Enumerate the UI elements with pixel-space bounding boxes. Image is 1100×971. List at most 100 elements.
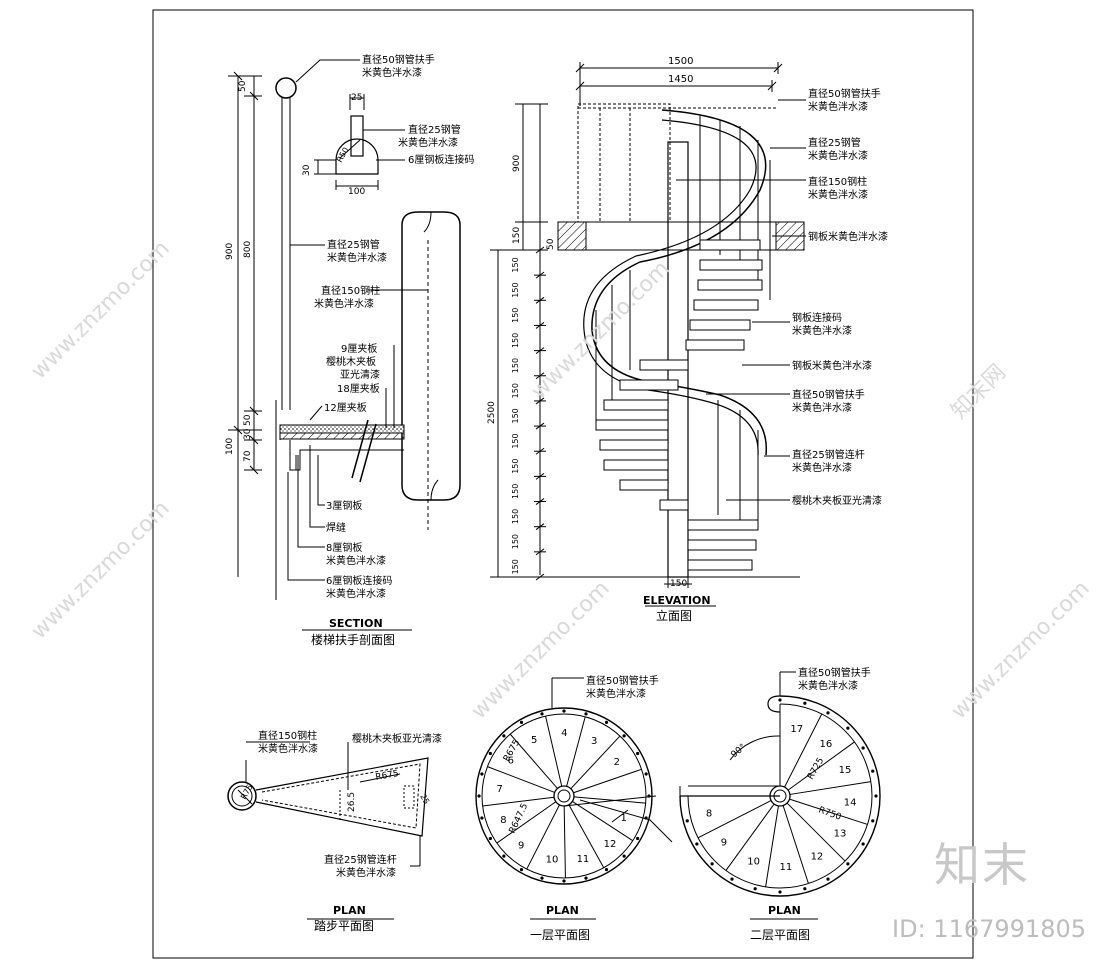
elev-note-7a: 直径50钢管扶手 <box>792 388 865 401</box>
watermark-1: www.znzmo.com <box>27 236 175 384</box>
plan1-step-number: 7 <box>496 784 502 795</box>
tread-note-3b: 米黄色泮水漆 <box>336 866 396 879</box>
plan2-step-number: 13 <box>834 829 847 840</box>
plan2-tread-line <box>765 805 779 887</box>
sec-note-2a: 直径25钢管 <box>408 123 461 136</box>
sec-note-4a: 直径25钢管 <box>327 238 380 251</box>
plan1-bolt <box>480 816 484 820</box>
plan2-bolt <box>685 819 689 823</box>
elev-step-tick-slash <box>535 296 545 304</box>
plan2-bolt <box>778 890 782 894</box>
plan-1f-labels: 直径50钢管扶手 米黄色泮水漆 R675 R647.5 PLAN 一层平面图 <box>502 674 659 942</box>
plan2-tread-line <box>782 805 809 884</box>
plan2-bolt <box>871 769 875 773</box>
plan1-bolt <box>584 876 588 880</box>
sec-note-6a: 9厘夹板 <box>341 342 377 355</box>
tread-note-2: 樱桃木夹板亚光清漆 <box>352 732 442 745</box>
section-drawing <box>228 59 461 631</box>
sec-dim-30b: 30 <box>302 164 312 176</box>
plan1-bolt <box>477 794 481 798</box>
plan1-bolt <box>644 816 648 820</box>
plan2-tread-line <box>786 802 846 862</box>
elev-step-tick-slash <box>535 498 545 505</box>
tread-note-1b: 米黄色泮水漆 <box>258 742 318 755</box>
tread-dim-r675: R675 <box>375 769 400 783</box>
watermark-6: 知末网 <box>947 360 1011 424</box>
plan1-tread-line <box>563 805 566 878</box>
plan2-dim-r750: R750 <box>817 805 843 823</box>
elev-dim-150a: 150 <box>512 227 522 244</box>
plan2-step-number: 15 <box>839 765 852 776</box>
plan1-tread-line <box>573 768 642 794</box>
plan1-bolt <box>584 712 588 716</box>
sec-note-11a: 8厘钢板 <box>326 541 362 554</box>
elev-step-dim: 150 <box>511 257 520 272</box>
plan1-title-cn: 一层平面图 <box>530 928 590 942</box>
plan1-tread-line <box>509 733 558 789</box>
watermark-5: www.znzmo.com <box>947 576 1095 724</box>
elev-dim-bottom: 150 <box>670 579 687 589</box>
elev-dim-1450: 1450 <box>668 74 693 85</box>
elev-step-dim: 150 <box>511 559 520 574</box>
elev-step-tick-slash <box>535 347 545 355</box>
plan1-bolt <box>644 772 648 776</box>
plan1-tread-line <box>573 796 646 804</box>
plan2-dim-r725: R725 <box>806 756 826 781</box>
plan1-step-number: 2 <box>614 757 620 768</box>
elev-step-dim: 150 <box>511 308 520 323</box>
plan1-tread-line <box>570 735 621 790</box>
plan1-bolt <box>622 854 626 858</box>
elev-note-4: 钢板米黄色泮水漆 <box>808 230 888 243</box>
sec-dim-25: 25 <box>351 93 362 103</box>
plan2-bolt <box>753 887 757 891</box>
elev-step-tick-slash <box>535 573 545 581</box>
plan1-tread-line <box>482 796 555 807</box>
plan2-bolt <box>695 842 699 846</box>
sec-note-1a: 直径50钢管扶手 <box>362 53 435 66</box>
elev-note-5a: 钢板连接码 <box>792 311 842 324</box>
plan1-step-number: 8 <box>500 815 506 826</box>
plan2-step-number: 11 <box>779 862 792 873</box>
elevation-drawing <box>490 62 806 607</box>
plan1-bolt <box>488 836 492 841</box>
plan1-tread-line <box>566 716 586 787</box>
elev-note-2b: 米黄色泮水漆 <box>808 149 868 162</box>
elev-step-dim: 150 <box>511 534 520 549</box>
elev-note-8a: 直径25钢管连杆 <box>792 448 865 461</box>
plan1-bolt <box>488 751 492 756</box>
plan2-tread-line <box>787 741 855 791</box>
sec-dim-100b: 100 <box>348 187 365 197</box>
plan-tread-drawing <box>227 741 429 920</box>
plan1-tread-line <box>487 766 555 793</box>
elev-note-5b: 米黄色泮水漆 <box>792 324 852 337</box>
plan2-bolt <box>803 887 807 891</box>
plan1-bolt <box>540 876 544 880</box>
elev-note-7b: 米黄色泮水漆 <box>792 401 852 414</box>
section-labels: 50 900 800 50 100 30 70 25 30 100 R50 直径… <box>225 53 474 647</box>
plan2-title-cn: 二层平面图 <box>750 928 810 942</box>
sec-note-11b: 米黄色泮水漆 <box>326 554 386 567</box>
plan1-step-number: 10 <box>546 854 559 865</box>
plan1-note-a: 直径50钢管扶手 <box>586 674 659 687</box>
plan1-tread-line <box>496 801 557 844</box>
tread-note-3a: 直径25钢管连杆 <box>324 853 397 866</box>
sec-note-5a: 直径150钢柱 <box>321 284 380 297</box>
sec-dim-800: 800 <box>243 241 253 258</box>
plan1-tread-line <box>568 804 605 868</box>
plan1-bolt <box>636 836 640 841</box>
tread-dim-25: 25 <box>418 793 431 806</box>
plan1-step-number: 11 <box>577 854 590 865</box>
plan2-bolt <box>846 726 850 730</box>
plan1-dim-r6475: R647.5 <box>508 802 531 835</box>
sec-note-1b: 米黄色泮水漆 <box>362 66 422 79</box>
plan1-bolt <box>636 751 640 756</box>
elev-note-6: 钢板米黄色泮水漆 <box>792 359 872 372</box>
elev-note-3b: 米黄色泮水漆 <box>808 188 868 201</box>
elev-step-dim: 150 <box>511 383 520 398</box>
plan1-step-number: 12 <box>604 839 617 850</box>
section-title-en: SECTION <box>329 617 383 630</box>
elev-note-1b: 米黄色泮水漆 <box>808 100 868 113</box>
